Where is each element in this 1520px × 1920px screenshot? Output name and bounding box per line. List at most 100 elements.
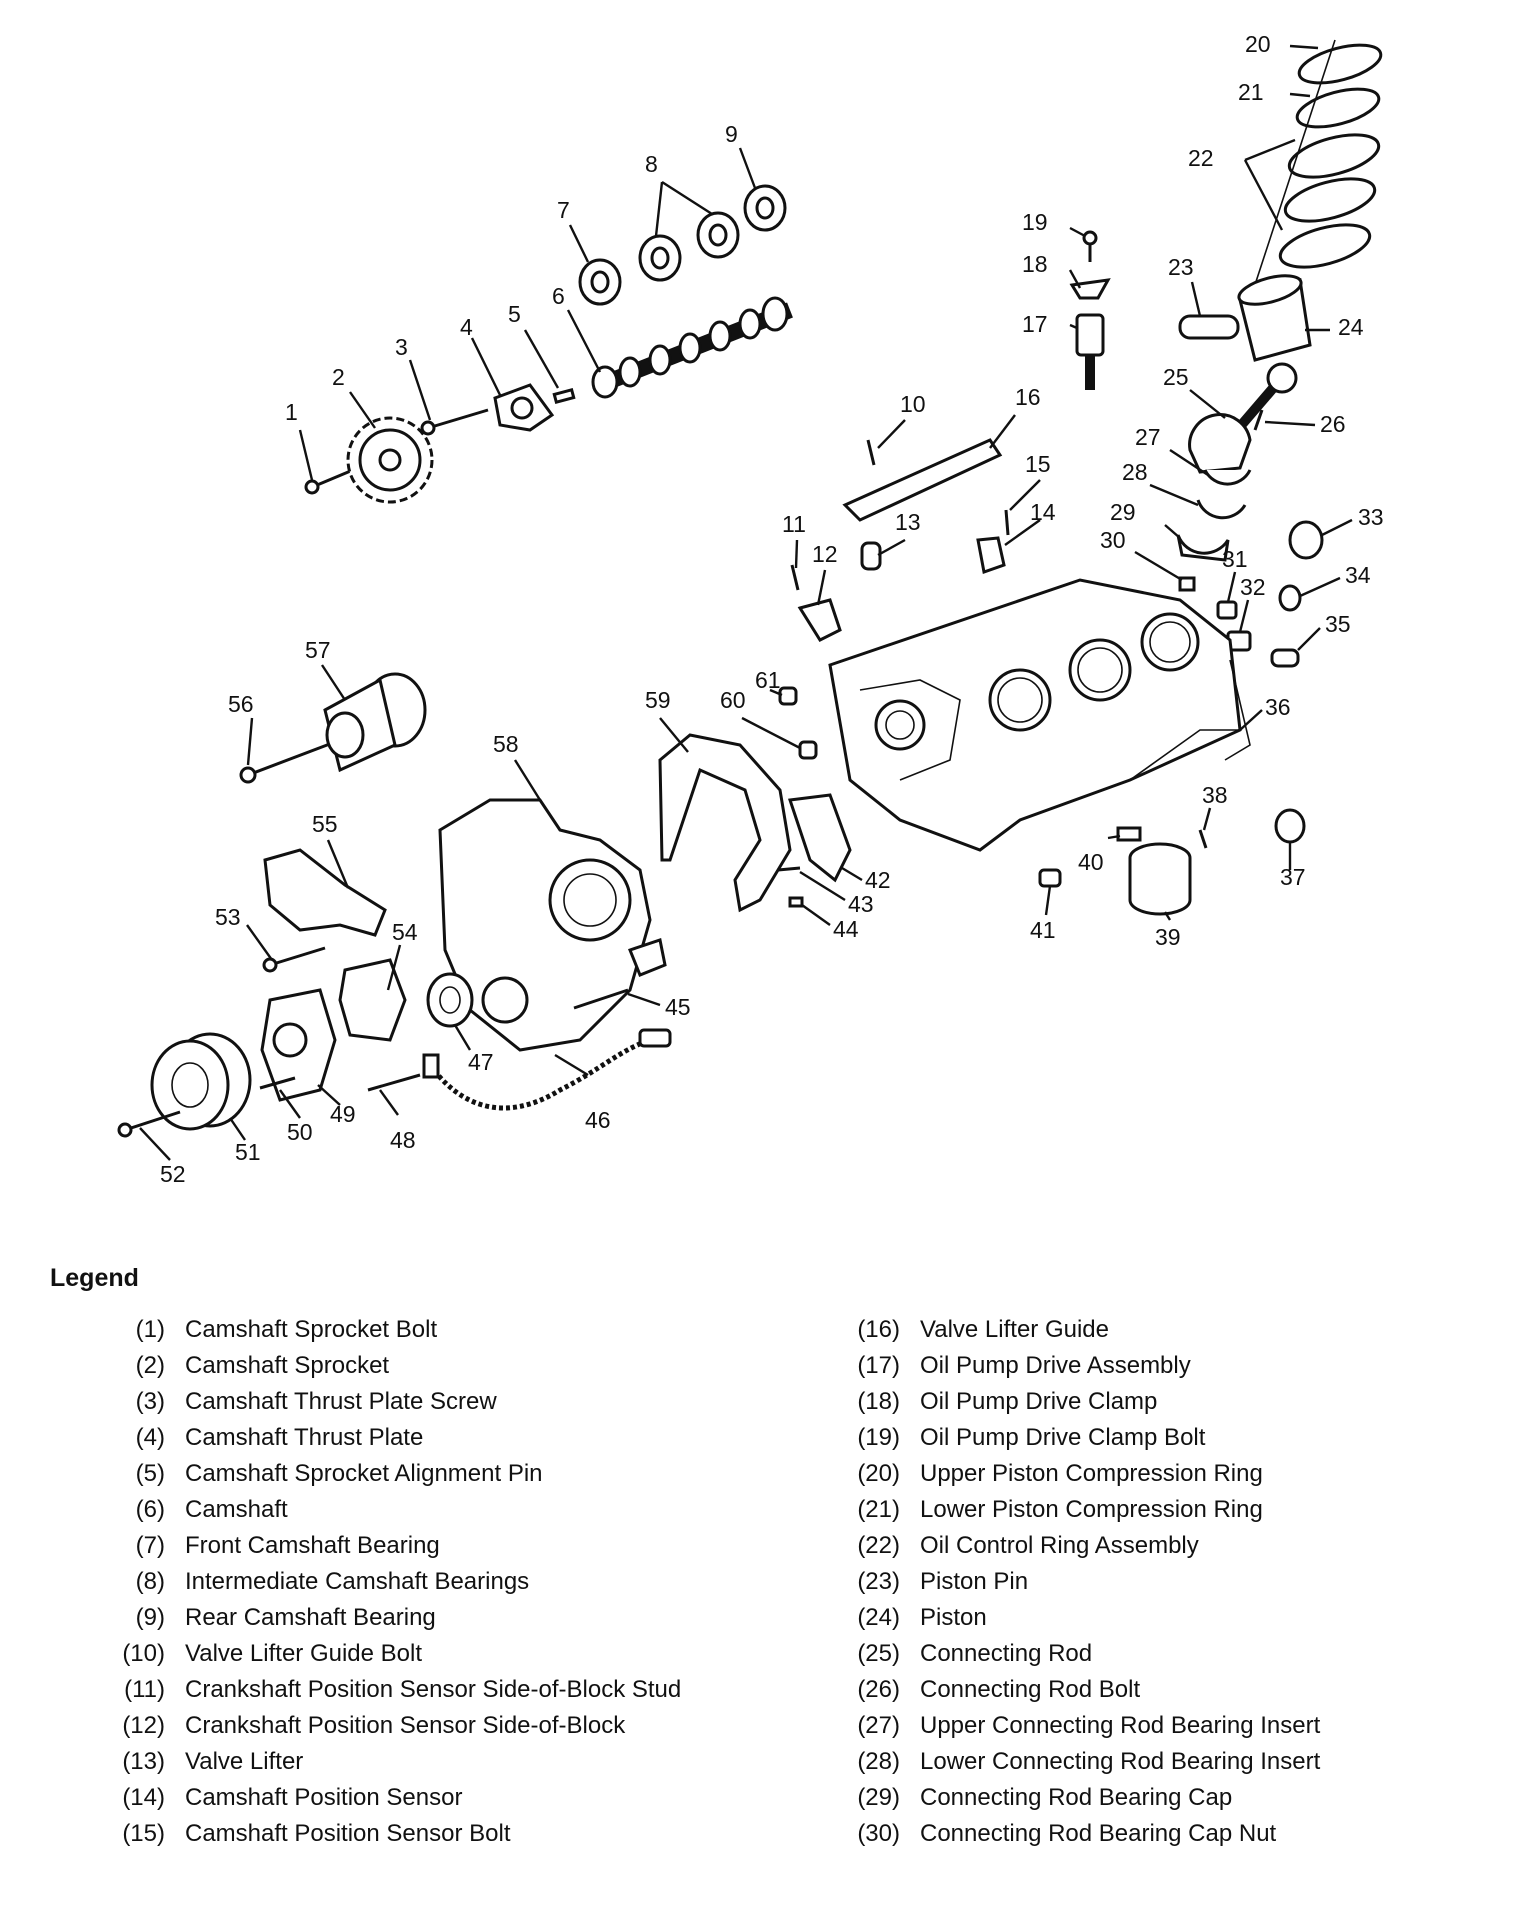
legend-item: (1)Camshaft Sprocket Bolt [95,1312,705,1348]
legend-label: Oil Control Ring Assembly [920,1532,1199,1559]
part-fitting-41 [1038,868,1062,888]
part-intermediate-bearing-b [696,211,740,259]
pump-pulley-group [117,672,427,1138]
callout-30: 30 [1100,527,1126,553]
legend-label: Valve Lifter Guide Bolt [185,1640,423,1667]
part-valve-lifter [860,541,882,571]
part-camshaft [591,296,793,399]
callout-39: 39 [1155,924,1181,950]
part-thrust-plate [493,383,555,432]
callout-56: 56 [228,691,254,717]
legend-number: (30) [857,1820,900,1847]
legend-number: (4) [135,1424,165,1451]
legend-number: (3) [135,1388,165,1415]
part-seal-34 [1278,584,1302,612]
legend-number: (7) [135,1532,165,1559]
part-bolt-52 [124,1110,181,1132]
part-front-cover [438,798,667,1052]
legend-number: (21) [857,1496,900,1523]
part-bracket [263,848,387,937]
part-idler [323,672,427,773]
callout-49: 49 [330,1101,356,1127]
part-alignment-pin [552,387,576,405]
callout-37: 37 [1280,864,1306,890]
legend-number: (16) [857,1316,900,1343]
part-rear-camshaft-bearing [743,184,787,232]
lower-right-group [1038,808,1306,916]
part-engine-block [828,578,1251,852]
legend-left-column: (1)Camshaft Sprocket Bolt (2) Camshaft Sp… [95,1312,705,1852]
legend-label: Connecting Rod Bearing Cap [920,1784,1233,1811]
piston-group [1176,39,1383,668]
legend-label: Camshaft [185,1496,288,1523]
callout-44: 44 [833,916,859,942]
callout-36: 36 [1265,694,1291,720]
callout-58: 58 [493,731,519,757]
callout-9: 9 [725,121,738,147]
legend-right-column: (16)Valve Lifter Guide (17)Oil Pump Driv… [830,1312,1490,1852]
part-seal-33 [1288,520,1324,560]
legend-item: (11)Crankshaft Position Sensor Side-of-B… [95,1672,705,1708]
legend-item: (22)Oil Control Ring Assembly [830,1528,1490,1564]
callout-18: 18 [1022,251,1048,277]
legend-item: (28)Lower Connecting Rod Bearing Insert [830,1744,1490,1780]
legend-item: (14)Camshaft Position Sensor [95,1780,705,1816]
callout-41: 41 [1030,917,1056,943]
legend-label: Rear Camshaft Bearing [185,1604,436,1631]
part-camshaft-sprocket [346,416,434,504]
part-lower-insert [1196,499,1247,520]
part-front-camshaft-bearing [578,258,622,306]
callout-40: 40 [1078,849,1104,875]
part-piston-pin [1178,314,1240,340]
legend-number: (6) [135,1496,165,1523]
legend-label: Valve Lifter [185,1748,304,1775]
part-cam-sensor-bolt [1004,509,1010,536]
callout-57: 57 [305,637,331,663]
callout-42: 42 [865,867,891,893]
part-bolt-43 [777,866,801,872]
part-oil-filter [1128,842,1192,916]
legend-label: Connecting Rod Bearing Cap Nut [920,1820,1277,1847]
callout-5: 5 [508,301,521,327]
callout-23: 23 [1168,254,1194,280]
callout-53: 53 [215,904,241,930]
callout-26: 26 [1320,411,1346,437]
part-oil-ring-a [1287,133,1381,179]
part-crank-pulley [150,1032,252,1131]
legend-item: (25)Connecting Rod [830,1636,1490,1672]
part-oil-filter-fitting [1116,826,1142,842]
legend-label: Valve Lifter Guide [920,1316,1109,1343]
legend-label: Connecting Rod [920,1640,1093,1667]
callout-43: 43 [848,891,874,917]
part-front-seal [426,972,474,1028]
part-lower-ring [1295,87,1381,129]
part-cam-sensor [976,536,1006,574]
legend-item: (24)Piston [830,1600,1490,1636]
part-oil-pump-drive [1069,230,1111,390]
legend-item: (5)Camshaft Sprocket Alignment Pin [95,1456,705,1492]
part-upper-insert [1203,469,1252,486]
legend-label: Camshaft Sprocket [185,1352,390,1379]
callout-61: 61 [755,667,781,693]
legend-number: (23) [857,1568,900,1595]
callout-34: 34 [1345,562,1371,588]
legend-number: (2) [135,1352,165,1379]
legend-label: Front Camshaft Bearing [185,1532,440,1559]
legend-item: (20)Upper Piston Compression Ring [830,1456,1490,1492]
legend-label: Camshaft Thrust Plate Screw [185,1388,497,1415]
callout-25: 25 [1163,364,1189,390]
callout-13: 13 [895,509,921,535]
part-pin-44 [788,896,804,908]
legend-label: Crankshaft Position Sensor Side-of-Block [185,1712,626,1739]
lifter-group [790,230,1111,642]
legend-item: (7) Front Camshaft Bearing [95,1528,705,1564]
legend-item: (4)Camshaft Thrust Plate [95,1420,705,1456]
callout-7: 7 [557,197,570,223]
part-intermediate-bearing-a [638,234,682,282]
legend-item: (23)Piston Pin [830,1564,1490,1600]
part-upper-ring [1297,43,1383,85]
legend-number: (20) [857,1460,900,1487]
callout-33: 33 [1358,504,1384,530]
legend-item: (19)Oil Pump Drive Clamp Bolt [830,1420,1490,1456]
legend-number: (8) [135,1568,165,1595]
